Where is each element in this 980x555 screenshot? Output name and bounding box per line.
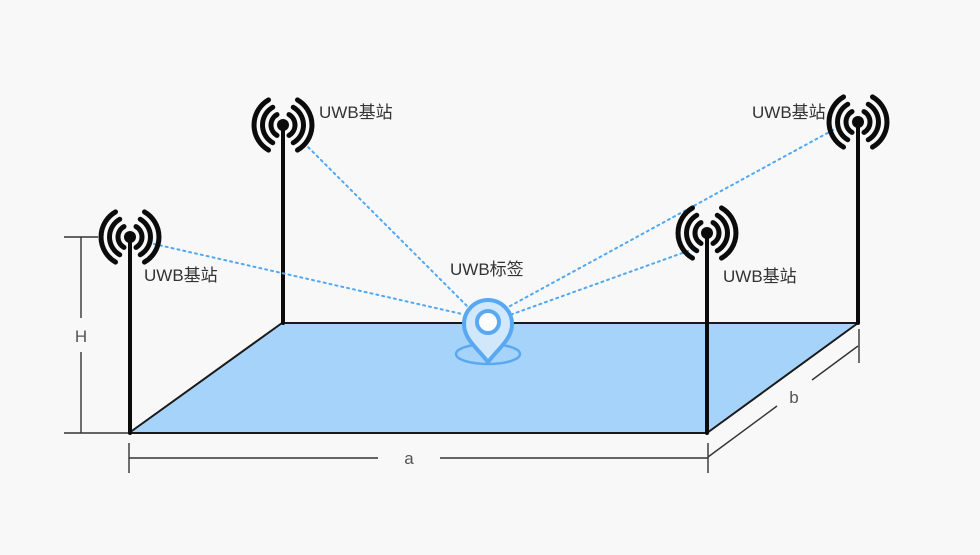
signal-line-front-right (506, 250, 689, 317)
dim-h-label: H (75, 327, 87, 346)
dim-b-label: b (789, 388, 798, 407)
tag-label: UWB标签 (450, 260, 524, 279)
tag-pin (454, 298, 522, 366)
anchor-label-back-right: UWB基站 (752, 103, 826, 122)
anchor-label-front-left: UWB基站 (144, 266, 218, 285)
dimension-width: b (707, 329, 860, 458)
dim-a-label: a (404, 449, 414, 468)
dimension-length: a (128, 443, 709, 473)
anchor-label-back-left: UWB基站 (319, 103, 393, 122)
tag-pin-hole (475, 309, 501, 335)
dim-b-line-upper (811, 345, 859, 381)
dimension-height: H (64, 236, 128, 434)
anchor-label-front-right: UWB基站 (723, 267, 797, 286)
dim-b-line-lower (707, 405, 778, 458)
signal-line-front-left (153, 243, 463, 315)
